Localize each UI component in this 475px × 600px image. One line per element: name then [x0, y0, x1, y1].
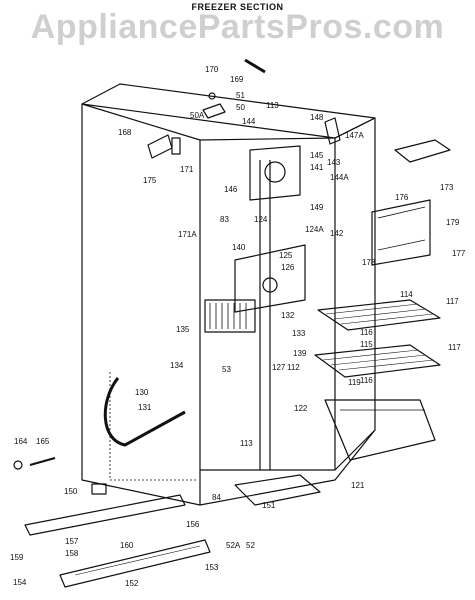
part-label: 51 — [236, 91, 245, 100]
grille-bracket — [24, 494, 186, 536]
part-label: 125 — [279, 251, 293, 260]
part-label: 124A — [305, 225, 324, 234]
part-label: 171A — [178, 230, 197, 239]
part-label: 150 — [64, 487, 78, 496]
part-label: 50 — [236, 103, 245, 112]
part-label: 149 — [310, 203, 324, 212]
cabinet-base — [199, 429, 376, 506]
block-171 — [171, 137, 181, 155]
part-label: 146 — [224, 185, 238, 194]
evaporator-coil — [204, 299, 256, 333]
cabinet-divider — [259, 160, 271, 470]
part-label: 143 — [327, 158, 341, 167]
fan-hub — [262, 277, 278, 293]
part-label: 131 — [138, 403, 152, 412]
plug-164 — [13, 460, 23, 470]
part-label: 159 — [10, 553, 24, 562]
part-label: 176 — [395, 193, 409, 202]
part-label: 169 — [230, 75, 244, 84]
nut-51 — [208, 92, 216, 100]
roller-150 — [91, 483, 107, 495]
part-label: 178 — [362, 258, 376, 267]
part-label: 133 — [292, 329, 306, 338]
part-label: 117 — [446, 297, 459, 306]
wire-shelf-upper — [317, 299, 441, 331]
part-label: 140 — [232, 243, 246, 252]
tube-169 — [244, 58, 266, 74]
part-label: 122 — [294, 404, 308, 413]
part-label: 148 — [310, 113, 324, 122]
part-label: 157 — [65, 537, 79, 546]
part-label: 124 — [254, 215, 268, 224]
part-label: 142 — [330, 229, 344, 238]
part-label: 165 — [36, 437, 50, 446]
part-label: 50A — [190, 111, 205, 120]
part-label: 115 — [360, 340, 373, 349]
part-label: 152 — [125, 579, 139, 588]
part-label: 170 — [205, 65, 219, 74]
part-label: 141 — [310, 163, 324, 172]
part-label: 130 — [135, 388, 149, 397]
diagram-title: FREEZER SECTION — [191, 2, 284, 12]
part-label: 84 — [212, 493, 221, 502]
part-label: 156 — [186, 520, 200, 529]
control-plate — [249, 145, 301, 201]
part-label: 53 — [222, 365, 231, 374]
part-label: 121 — [351, 481, 365, 490]
part-labels: 170 169 51 50 50A 113 144 148 147A 168 1… — [10, 65, 466, 588]
part-label: 147A — [345, 131, 364, 140]
part-label: 132 — [281, 311, 295, 320]
part-label: 117 — [448, 343, 461, 352]
part-label: 83 — [220, 215, 229, 224]
part-label: 153 — [205, 563, 219, 572]
part-label: 113 — [240, 439, 253, 448]
part-label: 145 — [310, 151, 324, 160]
wire-shelf-lower — [314, 344, 441, 378]
part-label: 144A — [330, 173, 349, 182]
part-label: 116 — [360, 376, 373, 385]
drain-pan — [234, 474, 321, 506]
cabinet-back — [199, 117, 376, 471]
bracket-168 — [147, 134, 173, 159]
part-label: 175 — [143, 176, 157, 185]
part-label: 164 — [14, 437, 28, 446]
part-label: 160 — [120, 541, 134, 550]
freezer-basket — [324, 399, 436, 461]
fan-shroud — [234, 244, 306, 313]
part-label: 168 — [118, 128, 132, 137]
part-label: 154 — [13, 578, 27, 587]
part-label: 151 — [262, 501, 276, 510]
part-label: 179 — [446, 218, 460, 227]
part-label: 119 — [348, 378, 361, 387]
part-label: 158 — [65, 549, 79, 558]
part-label: 112 — [287, 363, 300, 372]
part-label: 113 — [266, 101, 279, 110]
part-label: 127 — [272, 363, 286, 372]
part-label: 126 — [281, 263, 295, 272]
defrost-heater — [103, 377, 186, 447]
part-label: 135 — [176, 325, 190, 334]
part-label: 173 — [440, 183, 454, 192]
part-label: 177 — [452, 249, 466, 258]
part-label: 114 — [400, 290, 413, 299]
watermark: AppliancePartsPros.com — [30, 8, 445, 46]
bracket-50 — [202, 103, 226, 119]
part-label: 171 — [180, 165, 194, 174]
part-label: 116 — [360, 328, 373, 337]
side-panel — [371, 199, 431, 266]
part-label: 144 — [242, 117, 256, 126]
part-label: 134 — [170, 361, 184, 370]
part-label: 139 — [293, 349, 307, 358]
kick-plate — [59, 539, 211, 588]
bracket-147A — [324, 117, 341, 145]
part-label: 52A — [226, 541, 241, 550]
part-label: 52 — [246, 541, 255, 550]
ice-tray — [394, 139, 451, 163]
